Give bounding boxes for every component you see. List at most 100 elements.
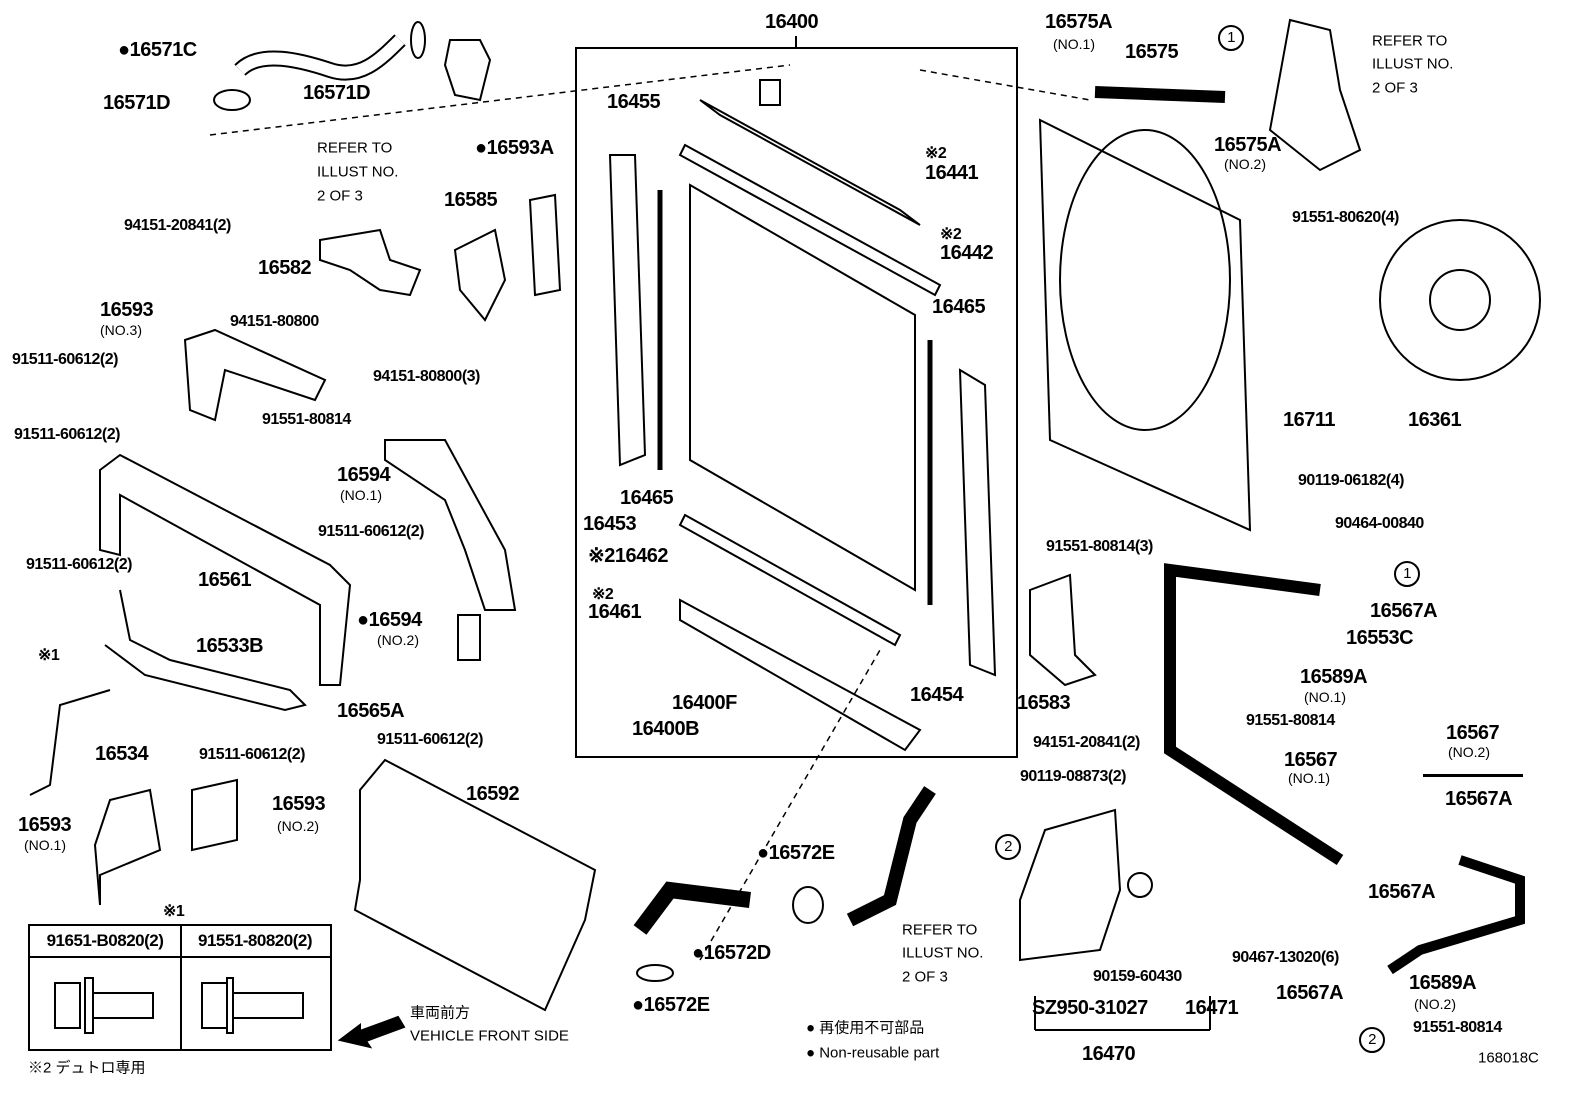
dashed-guide: [209, 64, 791, 136]
hose-16567-no1: [1164, 563, 1344, 866]
part-label: REFER TO: [1372, 32, 1448, 50]
part-label: 16575A: [1045, 11, 1113, 33]
vehicle-front-arrow: [337, 1015, 406, 1049]
part-label: 16567A: [1368, 881, 1436, 903]
part-label: 16589A: [1409, 972, 1477, 994]
part-label: 16589A: [1300, 666, 1368, 688]
part-label: ●16571C: [118, 39, 197, 61]
part-label: 16582: [258, 257, 312, 279]
drain-cock: [636, 964, 674, 982]
fastener-table-marker: ※1: [163, 903, 185, 920]
part-label: 91511-60612(2): [318, 523, 424, 540]
part-label: REFER TO: [317, 139, 393, 157]
lower-tank-16461: [679, 598, 922, 752]
water-outlet: [443, 39, 492, 102]
part-label: 16567A: [1370, 600, 1438, 622]
shield-16593-no1: [93, 788, 162, 906]
bracket-16583: [1029, 573, 1097, 687]
fan-shroud-16711: [1038, 118, 1252, 532]
dashed-guide: [699, 649, 881, 961]
part-label: (NO.2): [1224, 156, 1266, 172]
fastener-part-number: 91651-B0820(2): [30, 926, 180, 958]
part-label: 91511-60612(2): [12, 351, 118, 368]
legend-ja: ● 再使用不可部品: [806, 1019, 925, 1037]
shield-16593-no3: [183, 328, 327, 422]
circled-reference: 1: [1218, 25, 1244, 51]
part-label: (NO.2): [1448, 744, 1490, 760]
part-label: 16400B: [632, 718, 700, 740]
part-label: ●16594: [357, 609, 422, 631]
lower-hose-16572D: [633, 881, 751, 935]
fastener-table: 91651-B0820(2) 91551-80820(2): [28, 924, 332, 1051]
radiator-core: [689, 183, 916, 592]
part-label: ※2: [925, 145, 947, 162]
part-label: 90467-13020(6): [1232, 949, 1339, 966]
circled-reference: 2: [1359, 1027, 1385, 1053]
upper-tank-16441: [699, 79, 921, 226]
part-label: 16575: [1125, 41, 1179, 63]
part-label: 2 OF 3: [1372, 79, 1418, 97]
circled-reference: 1: [1394, 561, 1420, 587]
part-label: 16567A: [1445, 788, 1513, 810]
part-label: 16455: [607, 91, 661, 113]
stay-16533B: [104, 589, 307, 712]
part-label: 16583: [1017, 692, 1071, 714]
part-label: 16592: [466, 783, 520, 805]
clamp-16572E: [792, 886, 824, 924]
part-label: 16565A: [337, 700, 405, 722]
part-label: 16567A: [1276, 982, 1344, 1004]
part-label: 94151-20841(2): [1033, 734, 1140, 751]
diagram-code: 168018C: [1478, 1049, 1539, 1067]
part-label: 2 OF 3: [317, 187, 363, 205]
part-label: 車両前方: [410, 1004, 471, 1022]
part-label: ※2 デュトロ専用: [28, 1059, 146, 1077]
part-label: SZ950-31027: [1032, 997, 1148, 1019]
packing-16462: [678, 513, 902, 647]
part-label: ●16593A: [475, 137, 554, 159]
part-label: 91511-60612(2): [14, 426, 120, 443]
part-label: REFER TO: [902, 921, 978, 939]
hose-16567-no2: [1387, 855, 1525, 975]
circled-reference: 2: [995, 834, 1021, 860]
part-label: 16441: [925, 162, 979, 184]
part-label: 90119-08873(2): [1020, 768, 1126, 785]
part-label: 91511-60612(2): [377, 731, 483, 748]
bolt-with-washer-icon: [54, 977, 154, 1034]
part-label: (NO.1): [340, 487, 382, 503]
hose-16575: [1094, 86, 1226, 103]
bracket-16585: [453, 228, 507, 322]
fan-shroud-opening: [1059, 129, 1231, 431]
part-label: (NO.2): [377, 632, 419, 648]
part-label: ※1: [38, 647, 60, 664]
part-label: 16471: [1185, 997, 1239, 1019]
fastener-col-2: 91551-80820(2): [180, 926, 330, 1049]
part-label: (NO.2): [277, 818, 319, 834]
part-label: ※2: [940, 226, 962, 243]
part-label: 91511-60612(2): [199, 746, 305, 763]
part-label: 16454: [910, 684, 964, 706]
part-label: 16400F: [672, 692, 737, 714]
fan-hub: [1429, 269, 1491, 331]
part-label: ●16572E: [632, 994, 710, 1016]
part-label: (NO.1): [1288, 770, 1330, 786]
side-support-16453: [608, 154, 647, 467]
flange-bolt-icon: [201, 977, 304, 1034]
part-label: ※2: [592, 586, 614, 603]
part-label: 16593: [272, 793, 326, 815]
shield-16593-no2: [191, 778, 238, 852]
side-support-16454: [958, 368, 997, 677]
legend-en: ● Non-reusable part: [806, 1044, 940, 1062]
part-label: 16470: [1082, 1043, 1136, 1065]
cooling-fan-16361: [1379, 219, 1541, 381]
radiator-assembly-box: [575, 47, 1018, 758]
fastener-col-1: 91651-B0820(2): [30, 926, 182, 1049]
hose-clamp-16571D: [213, 89, 251, 111]
part-label: 16571D: [303, 82, 371, 104]
part-label: 90464-00840: [1335, 515, 1424, 532]
part-label: 16553C: [1346, 627, 1414, 649]
part-label: 16561: [198, 569, 252, 591]
part-label: 16567: [1284, 749, 1338, 771]
part-label: 16593: [18, 814, 72, 836]
part-label: 16567: [1446, 722, 1500, 744]
